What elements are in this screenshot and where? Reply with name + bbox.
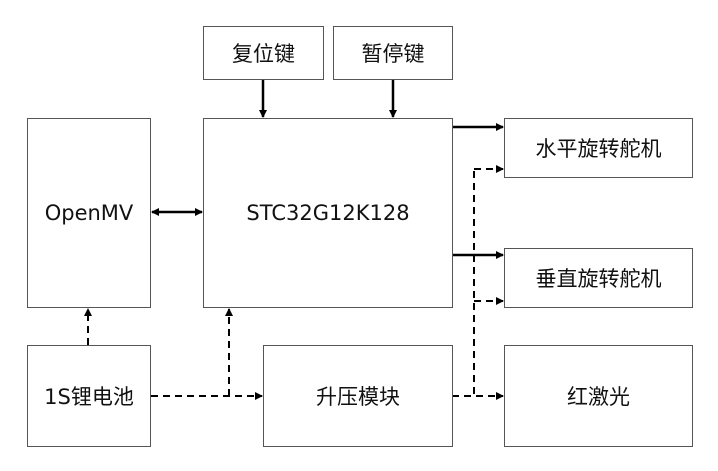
battery-box: 1S锂电池 [27, 345, 151, 447]
edge-boost-to-servos-trunk [452, 169, 475, 397]
pause-key-box: 暂停键 [333, 26, 453, 80]
horizontal-servo-box: 水平旋转舵机 [504, 118, 693, 178]
mcu-box: STC32G12K128 [203, 118, 453, 308]
boost-module-label: 升压模块 [316, 385, 400, 409]
battery-label: 1S锂电池 [44, 385, 134, 409]
laser-label: 红激光 [567, 385, 630, 409]
boost-module-box: 升压模块 [263, 345, 453, 447]
openmv-label: OpenMV [44, 201, 134, 225]
openmv-box: OpenMV [27, 118, 151, 308]
pause-key-label: 暂停键 [361, 42, 425, 66]
laser-box: 红激光 [504, 345, 693, 447]
reset-key-box: 复位键 [203, 26, 324, 80]
vertical-servo-box: 垂直旋转舵机 [504, 248, 693, 308]
horizontal-servo-label: 水平旋转舵机 [535, 137, 662, 161]
vertical-servo-label: 垂直旋转舵机 [535, 267, 662, 291]
reset-key-label: 复位键 [232, 42, 295, 66]
mcu-label: STC32G12K128 [246, 201, 410, 225]
